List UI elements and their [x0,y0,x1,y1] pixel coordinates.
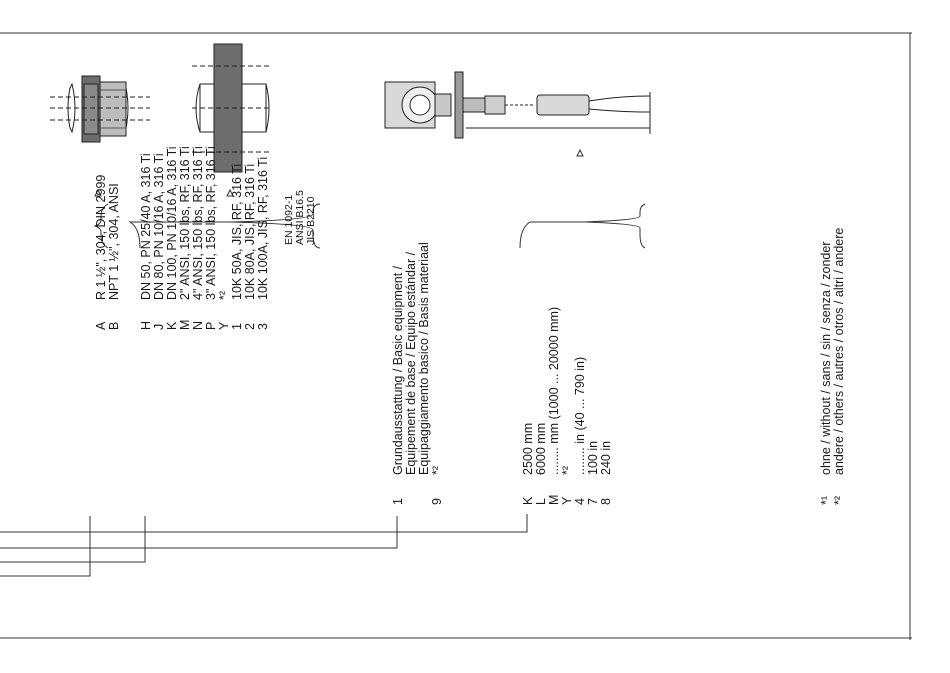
option-row: 8240 in [599,440,613,505]
order-code-leaders [0,514,528,577]
option-row: 4........ in (40 ... 790 in) [573,356,587,505]
footnotes: *¹ohne / without / sans / sin / senza / … [819,227,846,505]
flange-options: HDN 50, PN 25/40 A, 316 Ti JDN 80, PN 10… [139,146,270,330]
probe-drawing [384,71,651,139]
option-row: P3" ANSI, 150 lbs, RF, 316 Ti [204,146,218,330]
option-row: 9*² [430,465,444,505]
group-braces-lower [128,221,585,249]
standard-label: JIS B2210 [305,196,317,245]
footnote-row: *²andere / others / autres / otros / alt… [832,227,846,505]
equipment-options: 1Grundausstattung / Basic equipment / Eq… [391,242,444,505]
option-row: 310K 100A, JIS, RF, 316 Ti [256,156,270,330]
flange-standards: EN 1092-1 ANSI B16.5 JIS B2210 [283,190,317,245]
option-row: K2500 mm [521,422,535,505]
option-row: 7100 in [586,440,600,505]
connection-options: AR 1 ½", 304, DIN 2999 BNPT 1 ½", 304, A… [94,175,121,330]
threaded-connection-drawing [50,75,150,143]
option-row: BNPT 1 ½", 304, ANSI [107,183,121,330]
length-options: K2500 mm L6000 mm M........ mm (1000 ...… [521,306,613,505]
option-row: M........ mm (1000 ... 20000 mm) [547,306,561,505]
pointer-arrows [94,148,584,197]
flange-connection-drawing [192,43,270,173]
